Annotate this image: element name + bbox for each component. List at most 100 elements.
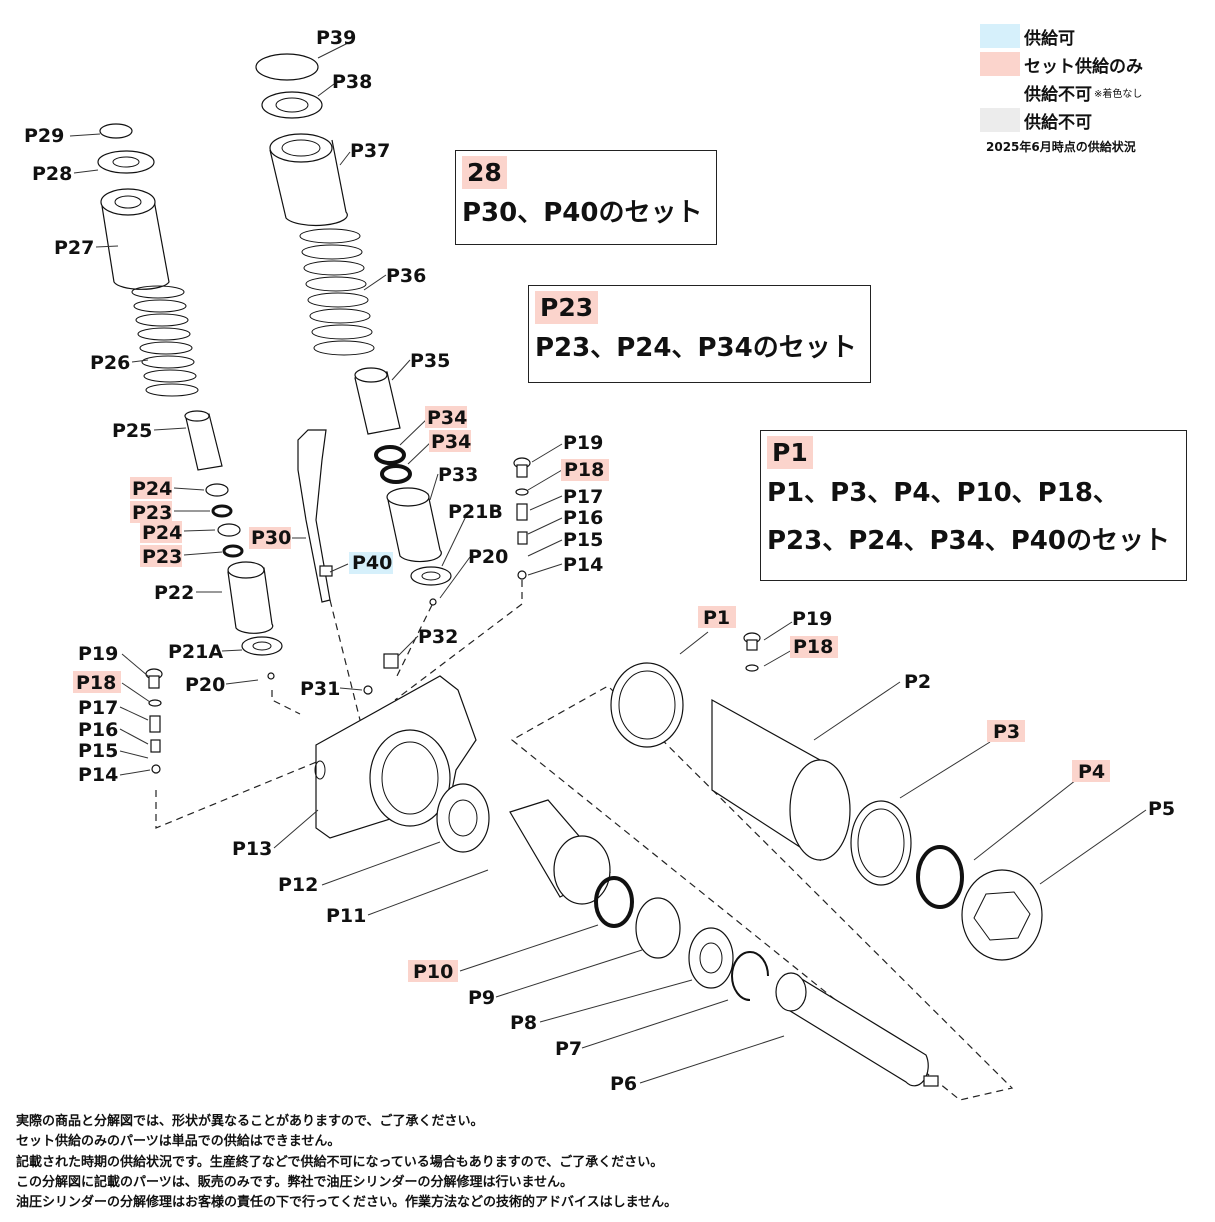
p8-gland-hole bbox=[699, 942, 723, 974]
p3-highlight bbox=[987, 720, 1025, 742]
p30-highlight bbox=[249, 527, 291, 549]
label-p12: P12 bbox=[278, 874, 318, 896]
p34-highlight-b bbox=[429, 430, 471, 452]
p18-highlight-left bbox=[73, 671, 121, 693]
p24-ring-a bbox=[205, 483, 229, 497]
label-p32: P32 bbox=[418, 626, 458, 648]
leader-lines bbox=[69, 39, 1147, 1084]
p13-base-port bbox=[314, 760, 326, 780]
p25-plunger bbox=[185, 413, 223, 471]
p37-sleeve-top bbox=[269, 133, 333, 163]
p24-highlight-b bbox=[140, 521, 182, 543]
label-p33: P33 bbox=[438, 464, 478, 486]
set-tag-28: 28 bbox=[462, 156, 507, 189]
p8-gland bbox=[688, 927, 734, 989]
label-p8: P8 bbox=[510, 1012, 537, 1034]
p27-sleeve-top bbox=[100, 188, 156, 216]
p37-sleeve-hole bbox=[281, 139, 321, 157]
legend-label-unavailable-b: 供給不可 bbox=[1024, 112, 1092, 133]
label-p24-b: P24 bbox=[142, 522, 182, 544]
legend-item-unavailable-uncolored: 供給不可 ※着色なし bbox=[980, 78, 1210, 106]
label-p3: P3 bbox=[993, 721, 1020, 743]
p12-washer-hole bbox=[448, 799, 478, 837]
p1-highlight bbox=[698, 606, 736, 628]
p16-seat-left bbox=[150, 739, 161, 753]
label-p2: P2 bbox=[904, 671, 931, 693]
label-p11: P11 bbox=[326, 905, 366, 927]
label-p6: P6 bbox=[610, 1073, 637, 1095]
assembly-path-right-valve bbox=[394, 580, 523, 701]
legend-swatch-unavailable bbox=[980, 108, 1020, 132]
label-p4: P4 bbox=[1078, 761, 1105, 783]
label-p34-a: P34 bbox=[427, 407, 467, 429]
assembly-path-cylinder bbox=[510, 685, 1014, 1101]
p39-ring bbox=[255, 53, 319, 81]
p4-oring bbox=[916, 845, 964, 909]
label-p19-top: P19 bbox=[792, 608, 832, 630]
legend-note-uncolored: ※着色なし bbox=[1094, 89, 1143, 100]
p28-washer-hole bbox=[112, 156, 140, 168]
p6-rod-tip bbox=[923, 1075, 939, 1087]
p17-spring-right bbox=[516, 503, 528, 521]
label-p7: P7 bbox=[555, 1038, 582, 1060]
label-p35: P35 bbox=[410, 350, 450, 372]
label-p9: P9 bbox=[468, 987, 495, 1009]
label-p16-left: P16 bbox=[78, 719, 118, 741]
label-p21b: P21B bbox=[448, 501, 503, 523]
note-line-4: この分解図に記載のパーツは、販売のみです。弊社で油圧シリンダーの分解修理は行いま… bbox=[16, 1174, 574, 1190]
legend-status-date: 2025年6月時点の供給状況 bbox=[986, 140, 1136, 154]
label-p13: P13 bbox=[232, 838, 272, 860]
label-p14-right: P14 bbox=[563, 554, 603, 576]
set-box-p1: P1 P1、P3、P4、P10、P18、 P23、P24、P34、P40のセット bbox=[760, 430, 1187, 581]
label-p27: P27 bbox=[54, 237, 94, 259]
label-p15-right: P15 bbox=[563, 529, 603, 551]
p7-snap-ring bbox=[731, 951, 769, 1001]
p18-washer-right bbox=[515, 488, 529, 496]
p40-highlight bbox=[349, 552, 393, 574]
label-p18-right: P18 bbox=[564, 459, 604, 481]
label-p40: P40 bbox=[352, 552, 392, 574]
legend-label-set-only: セット供給のみ bbox=[1024, 56, 1143, 77]
set-desc-p23: P23、P24、P34のセット bbox=[535, 333, 857, 363]
p18-washer-left bbox=[148, 699, 162, 707]
p27-sleeve bbox=[101, 199, 170, 290]
p5-end-cap bbox=[961, 869, 1043, 961]
set-box-28: 28 P30、P40のセット bbox=[455, 150, 717, 245]
label-p28: P28 bbox=[32, 163, 72, 185]
p22-valve-body bbox=[227, 567, 274, 634]
set-desc-p1-line2: P23、P24、P34、P40のセット bbox=[767, 526, 1170, 556]
p33-valve-body bbox=[387, 493, 442, 563]
p23-highlight-b bbox=[140, 545, 182, 567]
p3-ring bbox=[850, 800, 912, 886]
label-p23-a: P23 bbox=[132, 502, 172, 524]
p2-outer-cylinder-end bbox=[789, 759, 851, 861]
note-line-3: 記載された時期の供給状況です。生産終了などで供給不可になっている場合もありますの… bbox=[16, 1154, 664, 1170]
p16-seat-right bbox=[517, 531, 528, 545]
assembly-path-p20 bbox=[271, 690, 301, 715]
label-p18-top: P18 bbox=[793, 636, 833, 658]
p23-oring-b bbox=[222, 544, 244, 558]
p19-screw-right-body bbox=[516, 464, 528, 478]
label-p16-right: P16 bbox=[563, 507, 603, 529]
set-box-p23: P23 P23、P24、P34のセット bbox=[528, 285, 871, 383]
p25-plunger-top bbox=[184, 410, 210, 422]
p21a-washer bbox=[241, 636, 283, 656]
legend-swatch-uncolored bbox=[980, 80, 1020, 104]
p38-washer-hole bbox=[275, 97, 309, 113]
p12-washer bbox=[436, 783, 490, 853]
label-p39: P39 bbox=[316, 27, 356, 49]
p1-ring bbox=[610, 662, 684, 748]
p23-highlight-a bbox=[130, 501, 172, 523]
p14-ball-right bbox=[517, 570, 527, 580]
p14-ball-left bbox=[151, 764, 161, 774]
label-p22: P22 bbox=[154, 582, 194, 604]
set-desc-28: P30、P40のセット bbox=[462, 198, 703, 228]
p22-valve-top bbox=[227, 561, 265, 579]
p38-washer bbox=[261, 91, 323, 119]
p1-ring-inner bbox=[618, 670, 676, 740]
label-p25: P25 bbox=[112, 420, 152, 442]
label-p5: P5 bbox=[1148, 798, 1175, 820]
p34-oring-a bbox=[374, 445, 406, 465]
p28-washer bbox=[97, 150, 155, 174]
assembly-path-left bbox=[155, 739, 371, 829]
